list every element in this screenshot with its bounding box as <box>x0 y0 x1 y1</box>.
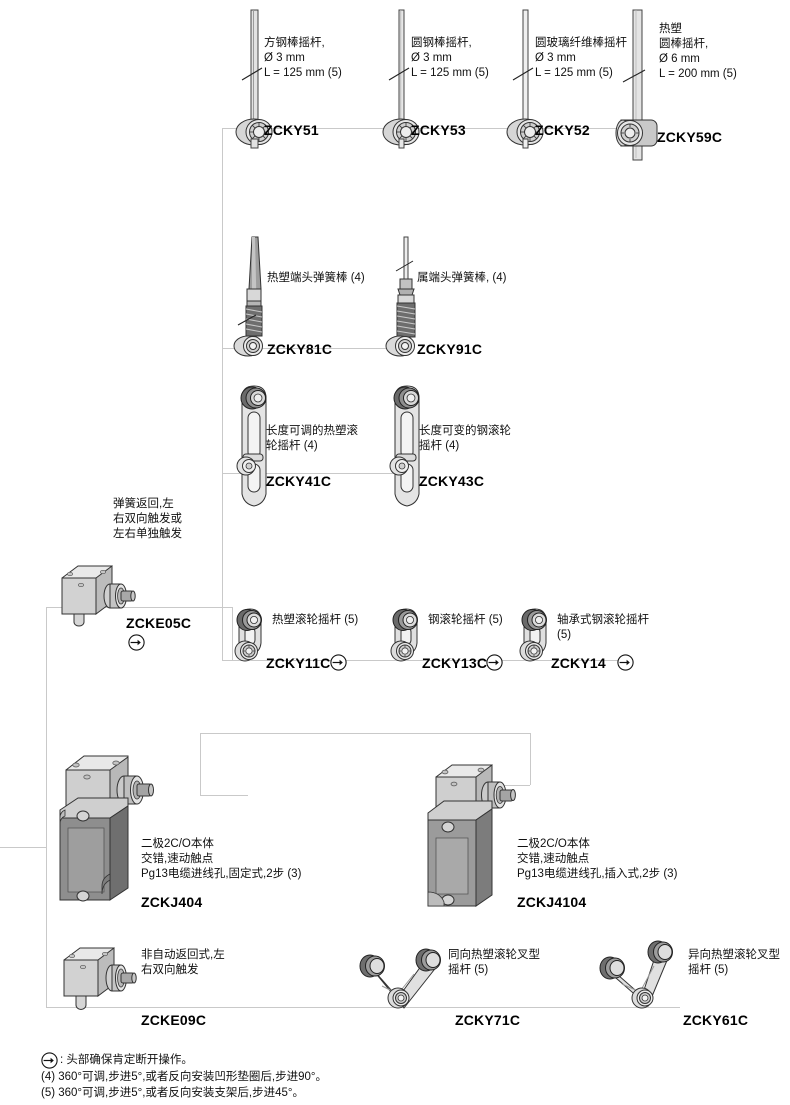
lever-code-zcky91c: ZCKY91C <box>417 341 483 357</box>
lever-art-zcky61c <box>598 938 688 1014</box>
lever-code-zcky71c: ZCKY71C <box>455 1012 521 1028</box>
arrow-right-circle-icon-zcky14 <box>617 654 634 671</box>
tree-stub-zckj404-up <box>200 733 201 795</box>
head-code-zcke05c: ZCKE05C <box>126 615 192 631</box>
head-desc-zcke09c: 非自动返回式,左 右双向触发 <box>141 949 225 976</box>
lever-art-zcky53 <box>379 8 441 149</box>
lever-desc-zcky14: 轴承式钢滚轮摇杆 (5) <box>557 614 649 641</box>
footnote-4: (4) 360°可调,步进5°,或者反向安装凹形垫圈后,步进90°。 <box>41 1071 328 1083</box>
tree-row-fork <box>280 1007 680 1008</box>
lever-art-zcky81c <box>230 235 276 360</box>
lever-art-zcky59c <box>615 8 677 161</box>
footnote-legend: : 头部确保肯定断开操作。 <box>60 1054 193 1066</box>
tree-link-zcke05c-right <box>122 607 232 608</box>
body-code-zckj4104: ZCKJ4104 <box>517 894 587 910</box>
lever-code-zcky41c: ZCKY41C <box>266 473 332 489</box>
lever-desc-zcky43c: 长度可变的钢滚轮 摇杆 (4) <box>419 425 511 452</box>
tree-stub-zckj4104-in <box>500 785 530 786</box>
body-art-zckj404 <box>56 744 196 904</box>
lever-desc-zcky91c: 属端头弹簧棒, (4) <box>417 272 507 284</box>
tree-branch-zcky41c <box>222 473 414 474</box>
tree-outside-left-stub <box>0 847 46 848</box>
lever-desc-zcky52: 圆玻璃纤维棒摇杆 Ø 3 mm L = 125 mm (5) <box>535 37 627 79</box>
lever-code-zcky13c: ZCKY13C <box>422 655 488 671</box>
lever-code-zcky81c: ZCKY81C <box>267 341 333 357</box>
lever-art-zcky14 <box>516 607 558 667</box>
body-code-zckj404: ZCKJ404 <box>141 894 203 910</box>
lever-desc-zcky53: 圆钢棒摇杆, Ø 3 mm L = 125 mm (5) <box>411 37 489 79</box>
tree-branch-roller-row <box>222 660 632 661</box>
tree-row-top-levers <box>254 128 644 129</box>
tree-stub-zckj404-in <box>200 795 248 796</box>
lever-art-zcky11c <box>231 607 273 667</box>
tree-trunk-head-left <box>46 607 47 1007</box>
lever-art-zcky52 <box>503 8 565 149</box>
lever-desc-zcky13c: 钢滚轮摇杆 (5) <box>428 614 503 626</box>
body-art-zckj4104 <box>424 755 554 910</box>
lever-desc-zcky59c: 热塑 圆棒摇杆, Ø 6 mm L = 200 mm (5) <box>659 23 737 80</box>
lever-desc-zcky51: 方钢棒摇杆, Ø 3 mm L = 125 mm (5) <box>264 37 342 79</box>
body-desc-zckj4104: 二极2C/O本体 交错,速动触点 Pg13电缆进线孔,插入式,2步 (3) <box>517 838 678 880</box>
arrow-right-circle-icon-zcky11c <box>330 654 347 671</box>
lever-code-zcky14: ZCKY14 <box>551 655 606 671</box>
lever-code-zcky59c: ZCKY59C <box>657 129 723 145</box>
tree-stub-zckj4104-up <box>530 733 531 785</box>
head-desc-zcke05c: 弹簧返回,左 右双向触发或 左右单独触发 <box>113 498 182 540</box>
lever-code-zcky52: ZCKY52 <box>535 122 590 138</box>
lever-art-zcky51 <box>232 8 294 149</box>
lever-art-zcky41c <box>230 384 276 509</box>
tree-stub-zcke05c-up <box>232 607 233 661</box>
lever-code-zcky53: ZCKY53 <box>411 122 466 138</box>
lever-code-zcky43c: ZCKY43C <box>419 473 485 489</box>
arrow-right-circle-icon-zcke05c <box>128 634 145 651</box>
lever-desc-zcky41c: 长度可调的热塑滚 轮摇杆 (4) <box>266 425 358 452</box>
tree-trunk-upper <box>222 128 223 661</box>
tree-branch-zcky81c <box>222 348 414 349</box>
lever-desc-zcky71c: 同向热塑滚轮叉型 摇杆 (5) <box>448 949 540 976</box>
tree-branch-zckj404 <box>46 1007 280 1008</box>
lever-art-zcky43c <box>383 384 429 509</box>
lever-desc-zcky81c: 热塑端头弹簧棒 (4) <box>267 272 365 284</box>
head-art-zcke09c <box>60 940 142 1014</box>
lever-art-zcky91c <box>382 235 428 360</box>
arrow-right-circle-icon-legend <box>41 1052 58 1069</box>
lever-desc-zcky61c: 异向热塑滚轮叉型 摇杆 (5) <box>688 949 780 976</box>
lever-code-zcky11c: ZCKY11C <box>266 655 331 671</box>
lever-art-zcky13c <box>387 607 429 667</box>
arrow-right-circle-icon-zcky13c <box>486 654 503 671</box>
tree-row-body-link <box>200 733 530 734</box>
lever-desc-zcky11c: 热塑滚轮摇杆 (5) <box>272 614 359 626</box>
body-desc-zckj404: 二极2C/O本体 交错,速动触点 Pg13电缆进线孔,固定式,2步 (3) <box>141 838 302 880</box>
head-art-zcke05c <box>58 560 138 632</box>
lever-code-zcky51: ZCKY51 <box>264 122 319 138</box>
head-code-zcke09c: ZCKE09C <box>141 1012 207 1028</box>
lever-art-zcky71c <box>358 942 448 1014</box>
lever-code-zcky61c: ZCKY61C <box>683 1012 749 1028</box>
footnote-5: (5) 360°可调,步进5°,或者反向安装支架后,步进45°。 <box>41 1087 305 1099</box>
